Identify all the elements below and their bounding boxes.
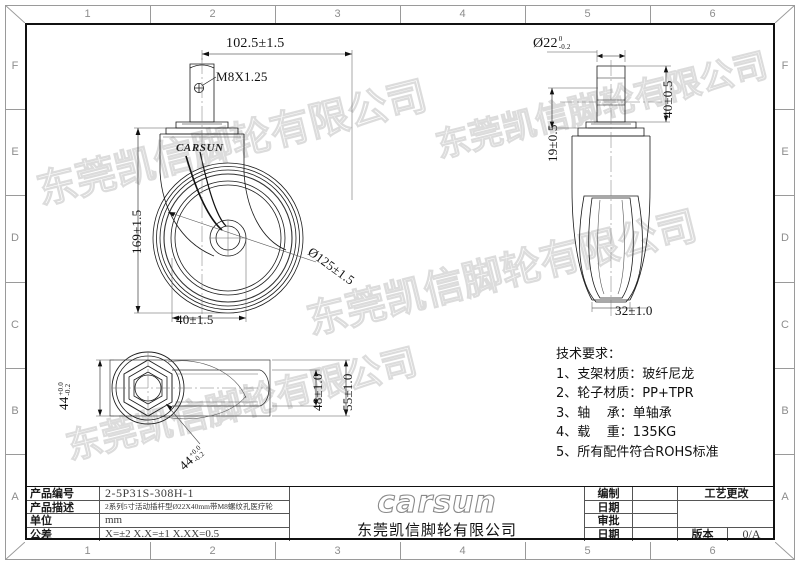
dim-overall-height: 102.5±1.5 xyxy=(226,36,285,51)
dim-offset: 40±1.5 xyxy=(176,312,214,327)
zone-left-D: D xyxy=(11,232,19,245)
zone-top-1: 1 xyxy=(84,8,91,20)
zone-top-2: 2 xyxy=(209,8,216,20)
zone-bottom-3: 3 xyxy=(334,545,341,557)
zone-divider xyxy=(150,5,151,23)
zone-divider xyxy=(275,5,276,23)
zone-top-5: 5 xyxy=(584,8,591,20)
zone-divider xyxy=(650,542,651,560)
titleblock-value-date-1[interactable] xyxy=(633,500,678,514)
tech-notes-title: 技术要求： xyxy=(556,347,622,362)
titleblock-label-product-no: 产品编号 xyxy=(25,487,100,501)
zone-divider xyxy=(150,542,151,560)
titleblock-label-tolerance: 公差 xyxy=(25,527,100,541)
zone-divider xyxy=(5,453,25,455)
tech-note-3: 3、轴 承：单轴承 xyxy=(556,405,672,421)
zone-divider xyxy=(5,367,25,369)
zone-right-C: C xyxy=(781,318,789,331)
zone-bottom-5: 5 xyxy=(584,545,591,557)
tech-note-2: 2、轮子材质：PP+TPR xyxy=(556,386,694,401)
zone-divider xyxy=(5,195,25,197)
dim-stem-diameter-upper: 0 xyxy=(558,35,563,44)
carsun-logo: carsun xyxy=(377,485,497,520)
company-name: 东莞凯信脚轮有限公司 xyxy=(356,521,517,539)
corner-tr xyxy=(775,5,795,23)
titleblock-label-unit: 单位 xyxy=(25,514,100,528)
corner-bl xyxy=(5,542,25,560)
zone-divider xyxy=(525,542,526,560)
revision-version-label: 版本 xyxy=(678,527,728,541)
front-view-brand: CARSUN xyxy=(176,142,224,154)
tech-note-5: 5、所有配件符合ROHS标准 xyxy=(556,444,719,460)
zone-top-6: 6 xyxy=(709,8,716,20)
zone-right-A: A xyxy=(781,490,789,503)
zone-left-E: E xyxy=(11,146,19,159)
tech-note-4: 4、载 重：135KG xyxy=(556,425,677,440)
zone-divider xyxy=(275,542,276,560)
corner-tl xyxy=(5,5,25,23)
dim-tread-width: 32±1.0 xyxy=(615,303,653,318)
titleblock-value-date-2[interactable] xyxy=(633,527,678,541)
zone-divider xyxy=(400,542,401,560)
titleblock-value-approved[interactable] xyxy=(633,514,678,528)
zone-divider xyxy=(775,109,795,111)
zone-bottom-4: 4 xyxy=(459,545,466,557)
dim-stem-diameter-value: Ø22 xyxy=(533,36,558,51)
zone-left-B: B xyxy=(11,404,19,417)
corner-br xyxy=(775,542,795,560)
drawing-border xyxy=(25,23,775,540)
titleblock-value-product-no: 2-5P31S-308H-1 xyxy=(100,487,290,501)
titleblock-value-drawn[interactable] xyxy=(633,487,678,501)
zone-bottom-2: 2 xyxy=(209,545,216,557)
zone-top-4: 4 xyxy=(459,8,466,20)
company-logo-block: carsun 东莞凯信脚轮有限公司 xyxy=(290,487,585,541)
titleblock-label-product-desc: 产品描述 xyxy=(25,500,100,514)
dim-thread-callout: M8X1.25 xyxy=(216,69,268,84)
zone-right-F: F xyxy=(781,60,789,73)
revision-body xyxy=(678,501,775,528)
zone-divider xyxy=(775,367,795,369)
zone-divider xyxy=(5,281,25,283)
titleblock-label-date-1: 日期 xyxy=(585,500,633,514)
revision-header: 工艺更改 xyxy=(678,487,775,501)
zone-divider xyxy=(650,5,651,23)
zone-left-C: C xyxy=(11,318,19,331)
zone-left-F: F xyxy=(11,60,19,73)
zone-divider xyxy=(775,195,795,197)
titleblock-label-approved: 审批 xyxy=(585,514,633,528)
zone-bottom-6: 6 xyxy=(709,545,716,557)
zone-right-D: D xyxy=(781,232,789,245)
zone-divider xyxy=(775,453,795,455)
titleblock-label-date-2: 日期 xyxy=(585,527,633,541)
tech-note-1: 1、支架材质：玻纤尼龙 xyxy=(556,366,695,382)
zone-right-B: B xyxy=(781,404,789,417)
zone-divider xyxy=(775,281,795,283)
zone-left-A: A xyxy=(11,490,19,503)
zone-bottom-1: 1 xyxy=(84,545,91,557)
titleblock-value-tolerance: X=±2 X.X=±1 X.XX=0.5 xyxy=(100,527,290,541)
zone-right-E: E xyxy=(781,146,789,159)
zone-divider xyxy=(400,5,401,23)
zone-top-3: 3 xyxy=(334,8,341,20)
titleblock-label-drawn: 编制 xyxy=(585,487,633,501)
title-block: 产品编号 产品描述 单位 公差 2-5P31S-308H-1 2系列5寸活动插杆… xyxy=(25,486,775,541)
titleblock-value-product-desc: 2系列5寸活动插杆型Ø22X40mm带M8螺纹孔医疗轮 xyxy=(100,500,290,514)
zone-divider xyxy=(525,5,526,23)
titleblock-value-unit: mm xyxy=(100,514,290,528)
zone-divider xyxy=(5,109,25,111)
tech-notes: 技术要求： 1、支架材质：玻纤尼龙 2、轮子材质：PP+TPR 3、轴 承：单轴… xyxy=(556,345,719,462)
revision-version-value: 0/A xyxy=(742,527,761,541)
dim-stem-diameter-lower: -0.2 xyxy=(558,42,571,51)
